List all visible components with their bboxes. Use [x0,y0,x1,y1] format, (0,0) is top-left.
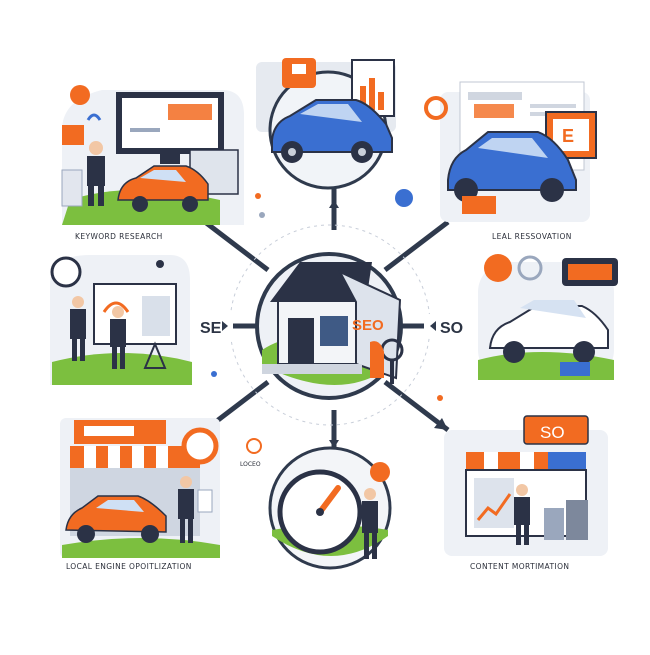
bottom-center-gauge-panel: LOCEO [240,438,392,570]
left-side-text: SE [200,320,222,337]
small-caption: LOCEO [240,461,261,468]
heart-icon [86,113,102,121]
sign-box [523,415,589,445]
arrow-down-icon [329,440,339,448]
orange-car-icon [65,495,167,543]
dot-icon [255,193,261,199]
gauge-icon [277,469,363,555]
globe-icon [50,256,82,288]
person-icon [178,476,194,543]
arrow-left-icon [430,321,436,331]
dot-icon [259,212,265,218]
panel-right-car [478,254,618,380]
gear-icon [370,462,390,482]
gear-icon [517,255,543,281]
right-side-text: SO [440,320,463,337]
dot-icon [156,260,164,268]
store-icon: SEO [262,262,404,384]
person-icon [514,484,530,545]
cart-icon [62,125,84,145]
arrowhead-bottom-right [434,418,448,430]
search-ring-icon [181,427,219,465]
arrow-right-icon [222,321,228,331]
pin-icon [484,254,512,282]
wifi-icon [102,301,130,313]
dot-icon [437,395,443,401]
panel-lead-reservation: E [424,81,597,222]
globe-icon [395,189,413,207]
orange-car-icon [117,165,209,212]
arrow-up-icon [329,200,339,208]
label-top-left: KEYWORD RESEARCH [75,232,163,241]
panel-local-engine [60,418,220,558]
seo-sign-text: SEO [352,317,384,334]
person-icon [87,141,105,206]
center-hub: SEO [255,252,404,400]
label-bottom-left: LOCAL ENGINE OPOITLIZATION [66,562,192,571]
bottom-right-sign-text: SO [540,423,565,442]
monitor-icon [116,92,224,164]
car-icon [447,131,577,202]
label-top-right: LEAL RESSOVATION [492,232,572,241]
gear-icon [424,96,448,120]
label-bottom-right: CONTENT MORTIMATION [470,562,569,571]
gear-icon [246,438,262,454]
chart-icon [474,478,514,528]
arrowheads [329,200,448,448]
connector-bottom-right [383,380,450,432]
dot-icon [211,371,217,377]
panel-keyword-research [61,85,244,225]
car-icon [271,99,393,163]
top-center-car-panel [256,58,396,190]
white-car-icon [488,300,609,363]
person-icon [362,488,378,559]
panel-left-meeting [50,255,192,385]
top-right-sign-text: E [562,126,574,146]
connector-top-left [203,220,270,272]
person-icon [70,296,86,361]
panel-content-mortimation: SO [444,415,608,556]
connector-top-right [383,220,450,272]
person-icon [110,306,126,369]
tag-icon [462,196,496,214]
tripod-icon [143,341,167,369]
lightbulb-icon [70,85,90,105]
